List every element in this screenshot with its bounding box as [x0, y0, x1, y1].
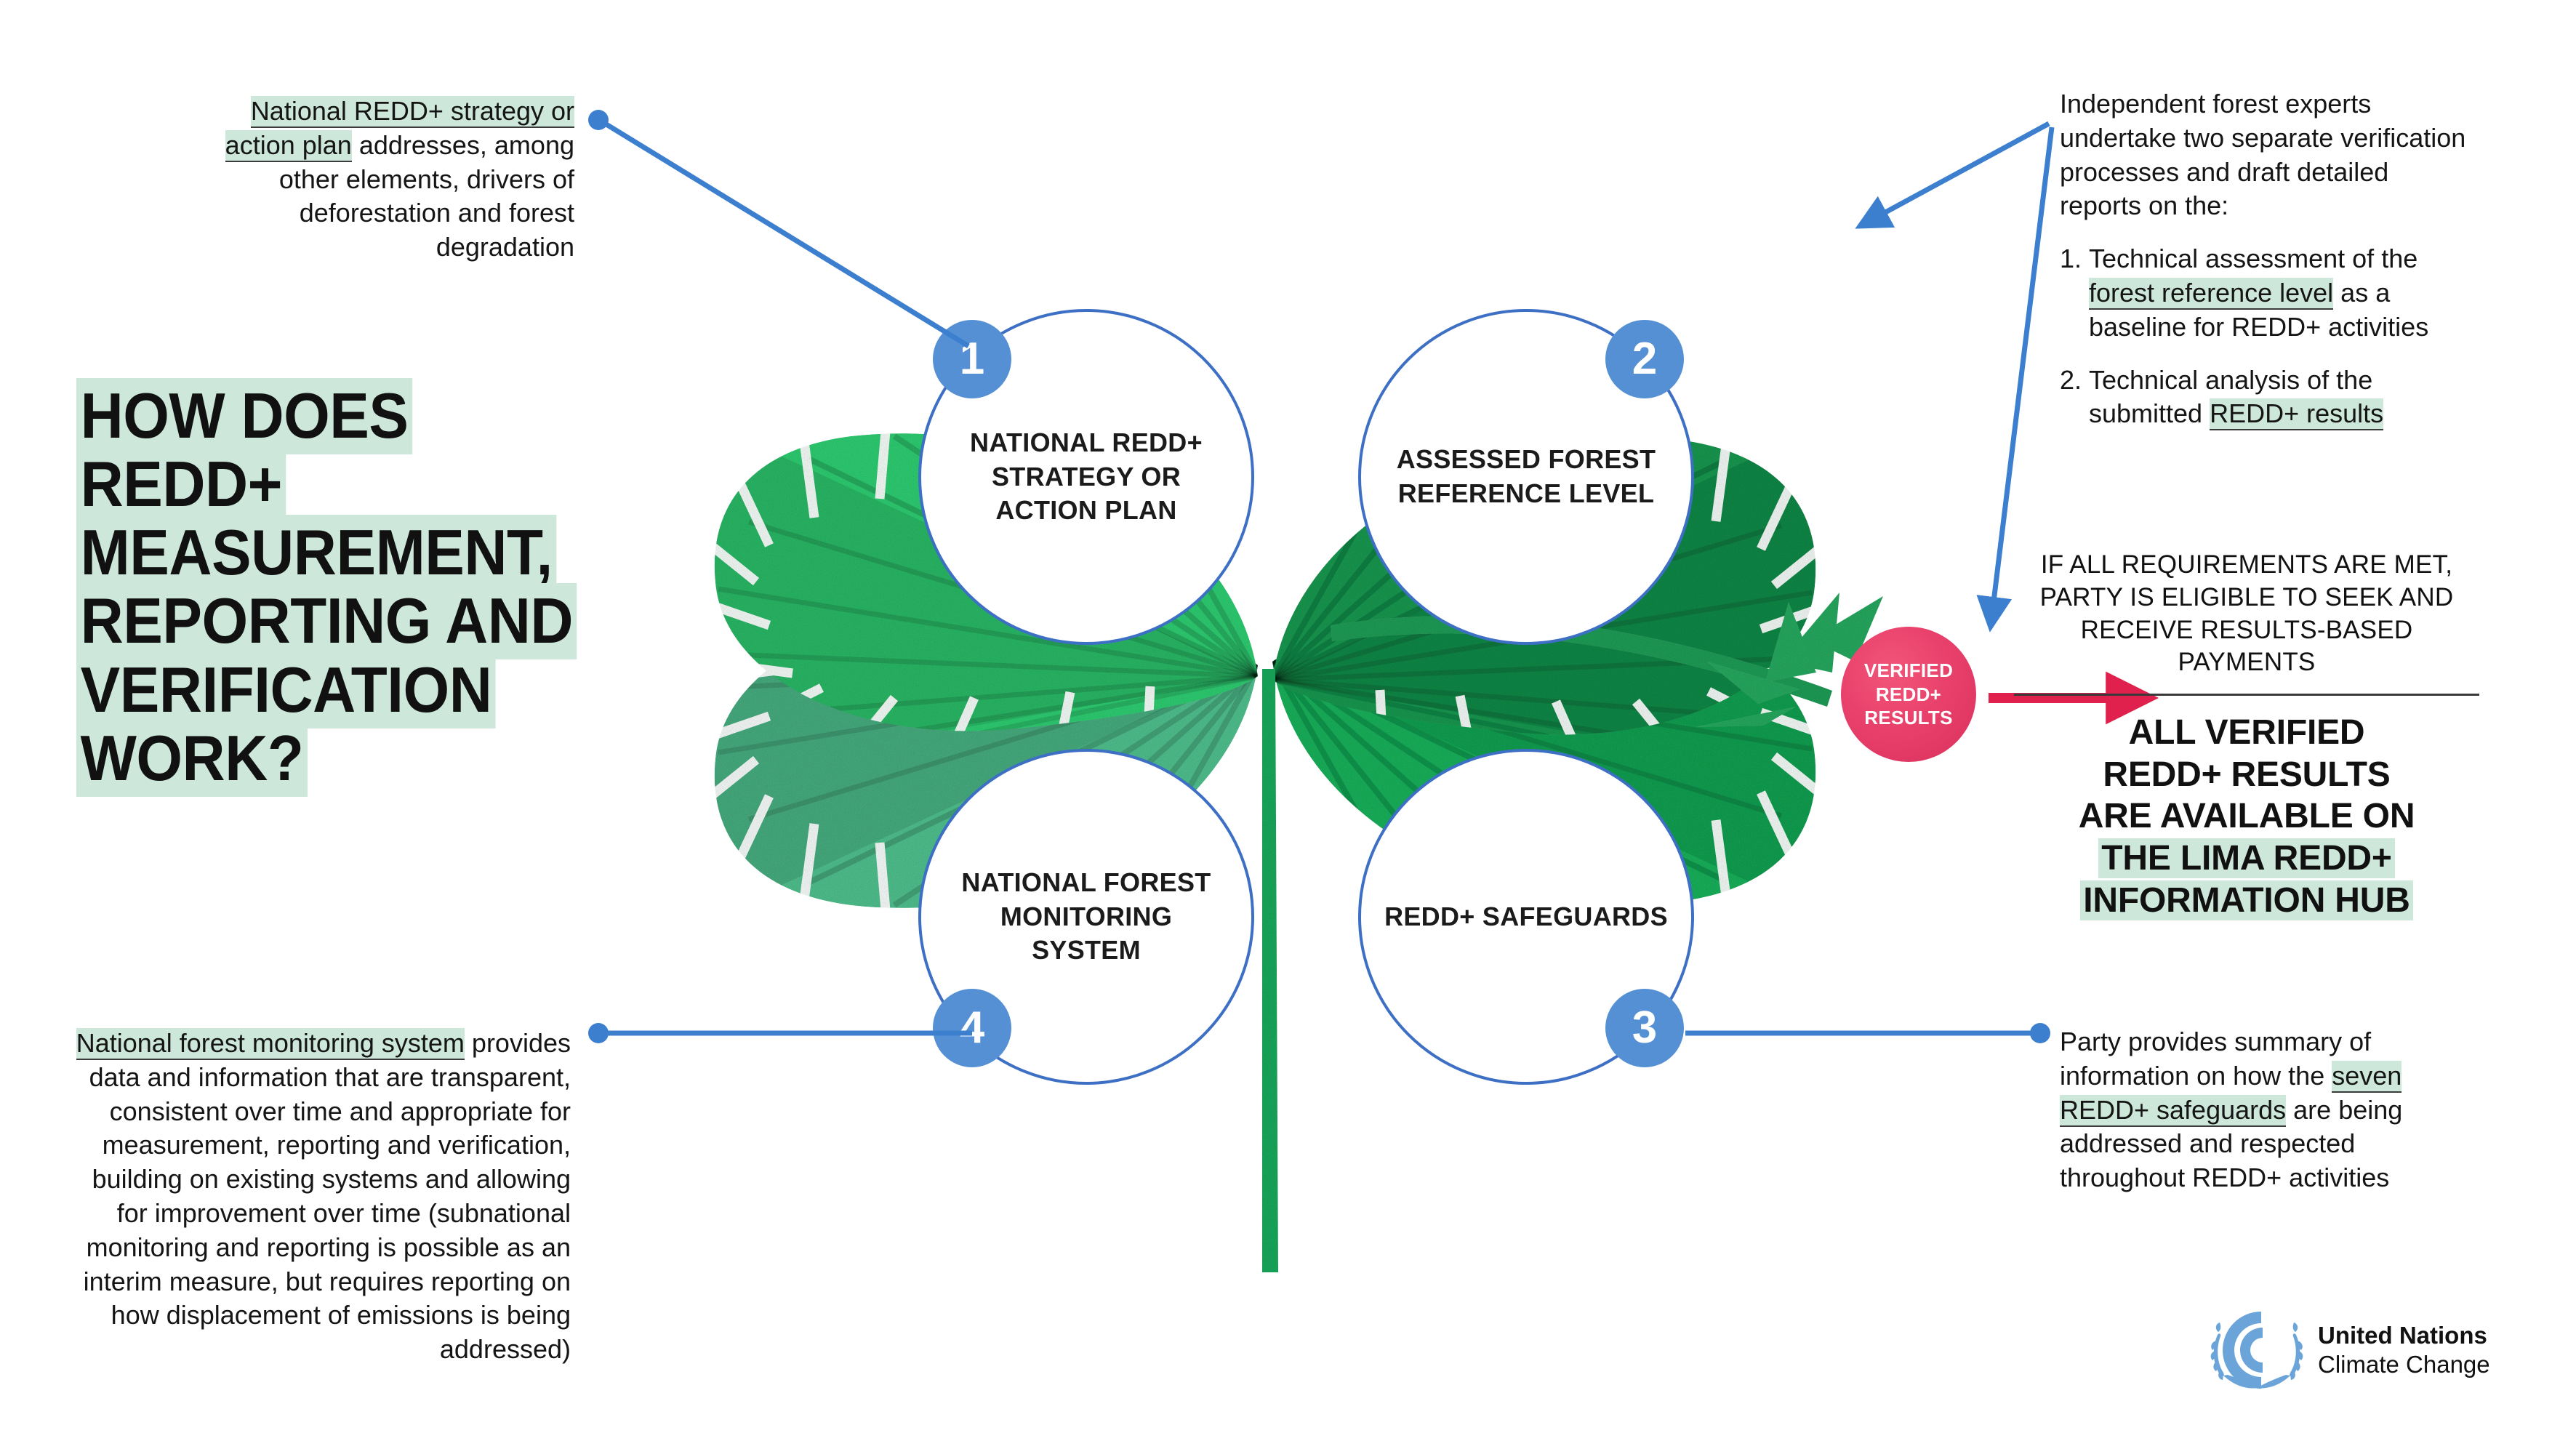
callout-top-right-item-1-body: Technical assessment of the forest refer…: [2089, 242, 2467, 344]
callout-bottom-right-post: are being addressed and respected throug…: [2060, 1094, 2403, 1193]
lima-line-3: ARE AVAILABLE ON: [2078, 797, 2415, 836]
title-line-4: REPORTING AND: [76, 583, 685, 660]
lima-line-2: REDD+ RESULTS: [2103, 755, 2391, 794]
results-eligibility-text: IF ALL REQUIREMENTS ARE MET, PARTY IS EL…: [2039, 550, 2454, 677]
callout-top-right-intro: Independent forest experts undertake two…: [2060, 89, 2466, 221]
connector-arrow-to-leaf-2: [1855, 121, 2050, 229]
logo-line-1: United Nations: [2318, 1321, 2487, 1349]
callout-top-right: Independent forest experts undertake two…: [2060, 87, 2467, 431]
lima-line-1: ALL VERIFIED: [2128, 713, 2365, 752]
node-2-number-badge: 2: [1605, 320, 1684, 398]
node-1-label: NATIONAL REDD+ STRATEGY OR ACTION PLAN: [970, 427, 1203, 526]
node-4-label: NATIONAL FOREST MONITORING SYSTEM: [961, 867, 1211, 966]
berry-label: VERIFIED REDD+ RESULTS: [1863, 659, 1954, 729]
title-line-5: VERIFICATION: [76, 651, 685, 728]
title-line-6: WORK?: [76, 720, 685, 797]
leaf-stem: [1262, 669, 1278, 1272]
title-line-3: MEASUREMENT,: [76, 515, 685, 592]
un-climate-change-logo: United Nations Climate Change: [2210, 1303, 2516, 1397]
callout-top-left: National REDD+ strategy or action plan a…: [178, 95, 574, 265]
item-1-pre: Technical assessment of the: [2089, 244, 2418, 274]
callout-top-right-item-2-body: Technical analysis of the submitted REDD…: [2089, 364, 2467, 432]
lima-line-4: THE LIMA REDD+: [2014, 838, 2479, 880]
page-title: HOW DOES REDD+ MEASUREMENT, REPORTING AN…: [76, 378, 685, 797]
node-3-number-badge: 3: [1605, 989, 1684, 1067]
callout-bottom-right: Party provides summary of information on…: [2060, 1025, 2467, 1195]
node-2-label: ASSESSED FOREST REFERENCE LEVEL: [1396, 444, 1656, 508]
berry-sepal-leaves: [1696, 593, 1883, 727]
callout-top-right-item-1: 1. Technical assessment of the forest re…: [2060, 242, 2467, 344]
node-3-label: REDD+ SAFEGUARDS: [1384, 901, 1668, 931]
callout-top-right-item-2: 2. Technical analysis of the submitted R…: [2060, 364, 2467, 432]
item-1-post: as a baseline for REDD+ activities: [2089, 277, 2429, 342]
connector-dot-top-left: [588, 110, 609, 130]
node-1-number-badge: 1: [933, 320, 1011, 398]
connector-dot-bottom-left: [588, 1023, 609, 1043]
callout-top-right-item-1-number: 1.: [2060, 244, 2082, 274]
results-block-divider: [2014, 694, 2479, 697]
unfccc-emblem-icon: [2210, 1312, 2303, 1389]
lima-line-5: INFORMATION HUB: [2014, 880, 2479, 922]
logo-line-2: Climate Change: [2318, 1351, 2490, 1378]
callout-bottom-left: National forest monitoring system provid…: [69, 1027, 571, 1367]
item-2-pre: Technical analysis of the submitted: [2089, 364, 2373, 429]
item-1-highlight: forest reference level: [2089, 277, 2334, 310]
results-based-payments-block: IF ALL REQUIREMENTS ARE MET, PARTY IS EL…: [2014, 549, 2479, 921]
title-line-2: REDD+: [76, 446, 685, 523]
title-line-1: HOW DOES: [76, 378, 685, 454]
callout-bottom-left-highlight: National forest monitoring system: [76, 1028, 465, 1060]
connector-dot-bottom-right: [2030, 1023, 2050, 1043]
callout-bottom-left-body: provides data and information that are t…: [83, 1028, 571, 1365]
verified-redd-results-berry[interactable]: VERIFIED REDD+ RESULTS: [1841, 627, 1976, 762]
callout-bottom-right-pre: Party provides summary of information on…: [2060, 1027, 2372, 1091]
redd-mrv-leaf-diagram: [676, 87, 1883, 1272]
lima-hub-text: ALL VERIFIED REDD+ RESULTS ARE AVAILABLE…: [2014, 712, 2479, 921]
callout-top-right-item-2-number: 2.: [2060, 364, 2082, 395]
item-2-highlight: REDD+ results: [2210, 398, 2384, 431]
callout-top-left-body: addresses, among other elements, drivers…: [278, 129, 574, 262]
node-4-number-badge: 4: [933, 989, 1011, 1067]
